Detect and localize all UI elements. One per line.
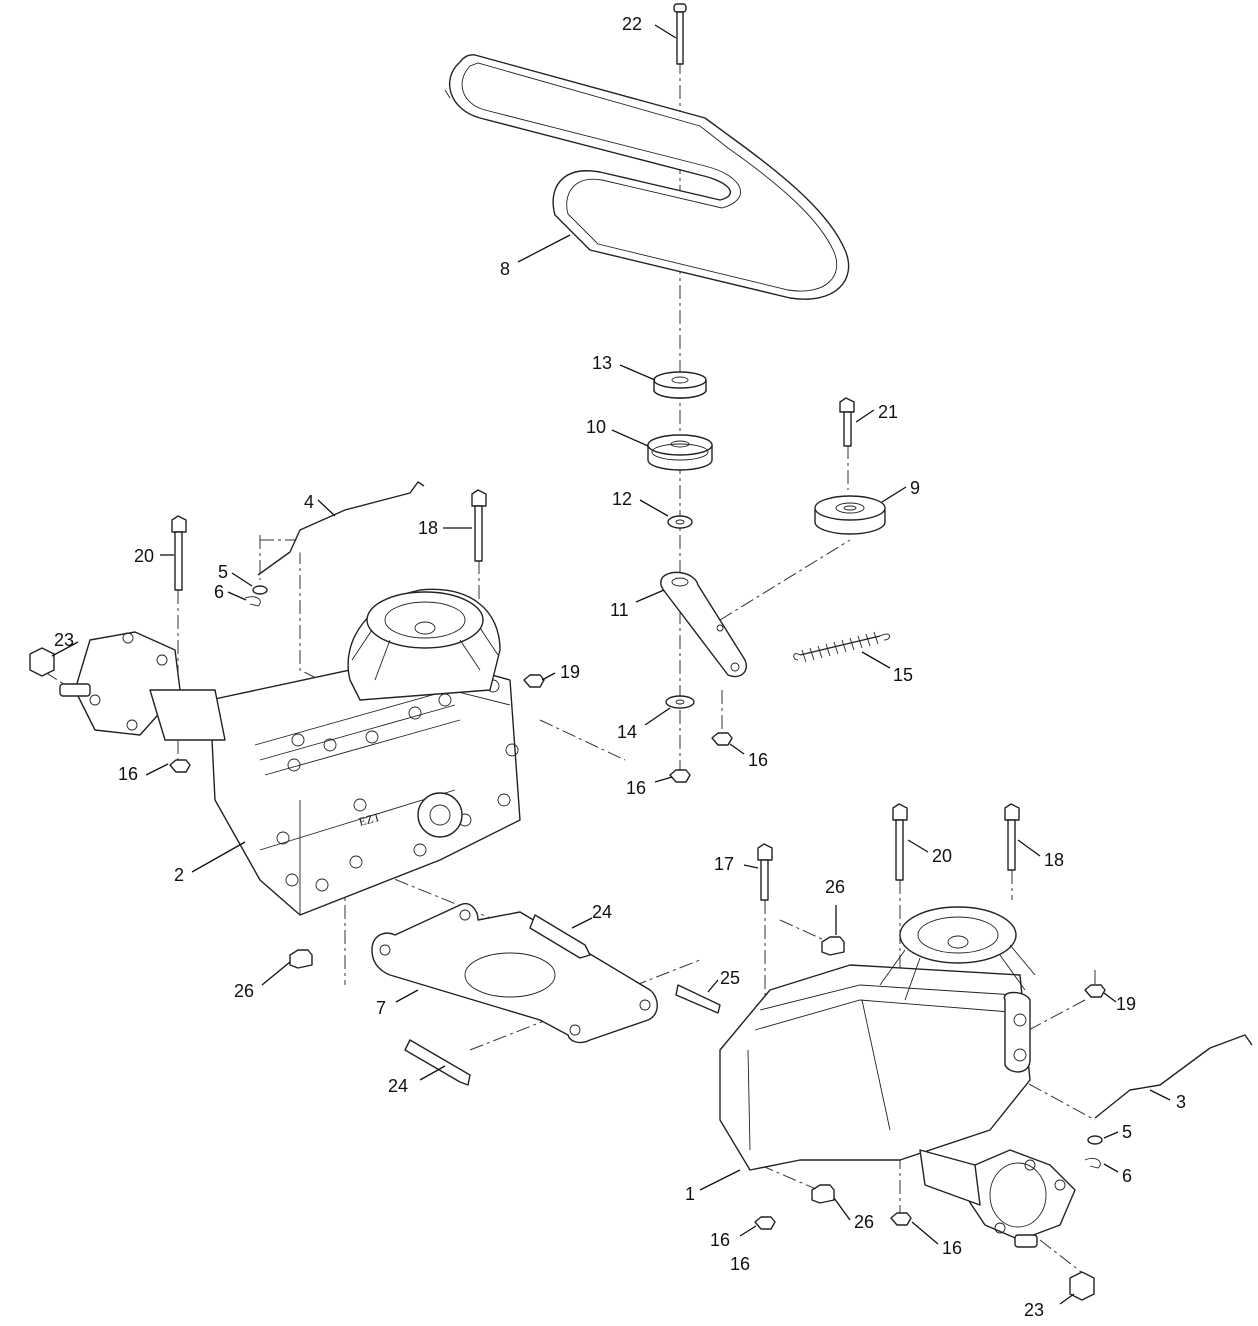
bolt-18-left bbox=[471, 489, 487, 562]
drive-belt bbox=[444, 54, 850, 300]
callout-23-right: 23 bbox=[1024, 1300, 1044, 1320]
callout-16-right-c: 16 bbox=[730, 1254, 750, 1274]
callout-5-right: 5 bbox=[1122, 1122, 1132, 1142]
right-transaxle-1 bbox=[719, 906, 1076, 1248]
nut-19-right bbox=[1084, 984, 1106, 998]
bolt-22 bbox=[673, 3, 687, 65]
control-rod-3 bbox=[1094, 1034, 1253, 1119]
spacer-12 bbox=[667, 515, 693, 529]
bolt-20-right bbox=[892, 803, 908, 881]
clip-6-right bbox=[1084, 1157, 1101, 1169]
callout-6-left: 6 bbox=[214, 582, 224, 602]
nut-26-right-upper bbox=[821, 936, 845, 956]
flat-idler-pulley-13 bbox=[653, 371, 707, 399]
callout-11: 11 bbox=[610, 600, 629, 620]
callout-13: 13 bbox=[592, 353, 612, 373]
nut-26-left bbox=[289, 949, 313, 969]
nut-26-right-lower bbox=[811, 1184, 835, 1204]
nut-23-right bbox=[1069, 1271, 1095, 1301]
callout-19-right: 19 bbox=[1116, 994, 1136, 1014]
callout-24-lower: 24 bbox=[388, 1076, 408, 1096]
callout-numbers: 22 8 13 10 21 9 12 11 15 14 16 16 4 18 2… bbox=[54, 14, 1186, 1320]
callout-16-arm-b: 16 bbox=[748, 750, 768, 770]
callout-20-left: 20 bbox=[134, 546, 154, 566]
nut-16-arm bbox=[669, 769, 691, 783]
callout-7: 7 bbox=[376, 998, 386, 1018]
nut-16-right-a bbox=[754, 1216, 776, 1230]
callout-4: 4 bbox=[304, 492, 314, 512]
leader-lines bbox=[51, 24, 1171, 1305]
callout-26-right-lower: 26 bbox=[854, 1212, 874, 1232]
extension-spring-15 bbox=[793, 631, 890, 663]
bolt-18-right bbox=[1004, 803, 1020, 871]
callout-26-left: 26 bbox=[234, 981, 254, 1001]
callout-9: 9 bbox=[910, 478, 920, 498]
nut-23-left bbox=[29, 647, 55, 677]
washer-5-left bbox=[252, 585, 268, 595]
bolt-21 bbox=[839, 397, 855, 447]
bolt-24-lower bbox=[404, 1039, 471, 1086]
callout-5-left: 5 bbox=[218, 562, 228, 582]
callout-20-right: 20 bbox=[932, 846, 952, 866]
callout-3: 3 bbox=[1176, 1092, 1186, 1112]
callout-2: 2 bbox=[174, 865, 184, 885]
callout-16-left: 16 bbox=[118, 764, 138, 784]
callout-21: 21 bbox=[878, 402, 898, 422]
nut-19-left bbox=[523, 674, 545, 688]
callout-12: 12 bbox=[612, 489, 632, 509]
mounting-bracket-7 bbox=[371, 903, 658, 1044]
callout-8: 8 bbox=[500, 259, 510, 279]
v-idler-pulley-10 bbox=[647, 434, 713, 471]
callout-17: 17 bbox=[714, 854, 734, 874]
part-marking-text: EZT bbox=[357, 810, 383, 829]
callout-6-right: 6 bbox=[1122, 1166, 1132, 1186]
bolt-24-upper bbox=[529, 914, 591, 959]
bolt-25 bbox=[675, 984, 721, 1014]
control-rod-4 bbox=[257, 481, 425, 576]
callout-10: 10 bbox=[586, 417, 606, 437]
nut-16-left bbox=[169, 759, 191, 773]
washer-5-right bbox=[1087, 1135, 1103, 1145]
callout-14: 14 bbox=[617, 722, 637, 742]
callout-15: 15 bbox=[893, 665, 913, 685]
callout-25: 25 bbox=[720, 968, 740, 988]
callout-24-upper: 24 bbox=[592, 902, 612, 922]
nut-16-arm-b bbox=[711, 732, 733, 746]
bolt-20-left bbox=[171, 515, 187, 591]
callout-18-right: 18 bbox=[1044, 850, 1064, 870]
callout-26-right-upper: 26 bbox=[825, 877, 845, 897]
clip-6-left bbox=[244, 596, 261, 607]
callout-19-left: 19 bbox=[560, 662, 580, 682]
idler-arm-11 bbox=[660, 571, 747, 678]
flat-washer-14 bbox=[665, 695, 695, 709]
callout-1: 1 bbox=[685, 1184, 695, 1204]
callout-16-right-b: 16 bbox=[942, 1238, 962, 1258]
callout-18-left: 18 bbox=[418, 518, 438, 538]
bolt-17 bbox=[757, 843, 773, 901]
callout-16-arm: 16 bbox=[626, 778, 646, 798]
callout-23-left: 23 bbox=[54, 630, 74, 650]
idler-pulley-9 bbox=[814, 495, 886, 535]
callout-16-right-a: 16 bbox=[710, 1230, 730, 1250]
left-transaxle-2: EZT bbox=[59, 588, 521, 916]
callout-22: 22 bbox=[622, 14, 642, 34]
nut-16-right-b bbox=[890, 1212, 912, 1226]
